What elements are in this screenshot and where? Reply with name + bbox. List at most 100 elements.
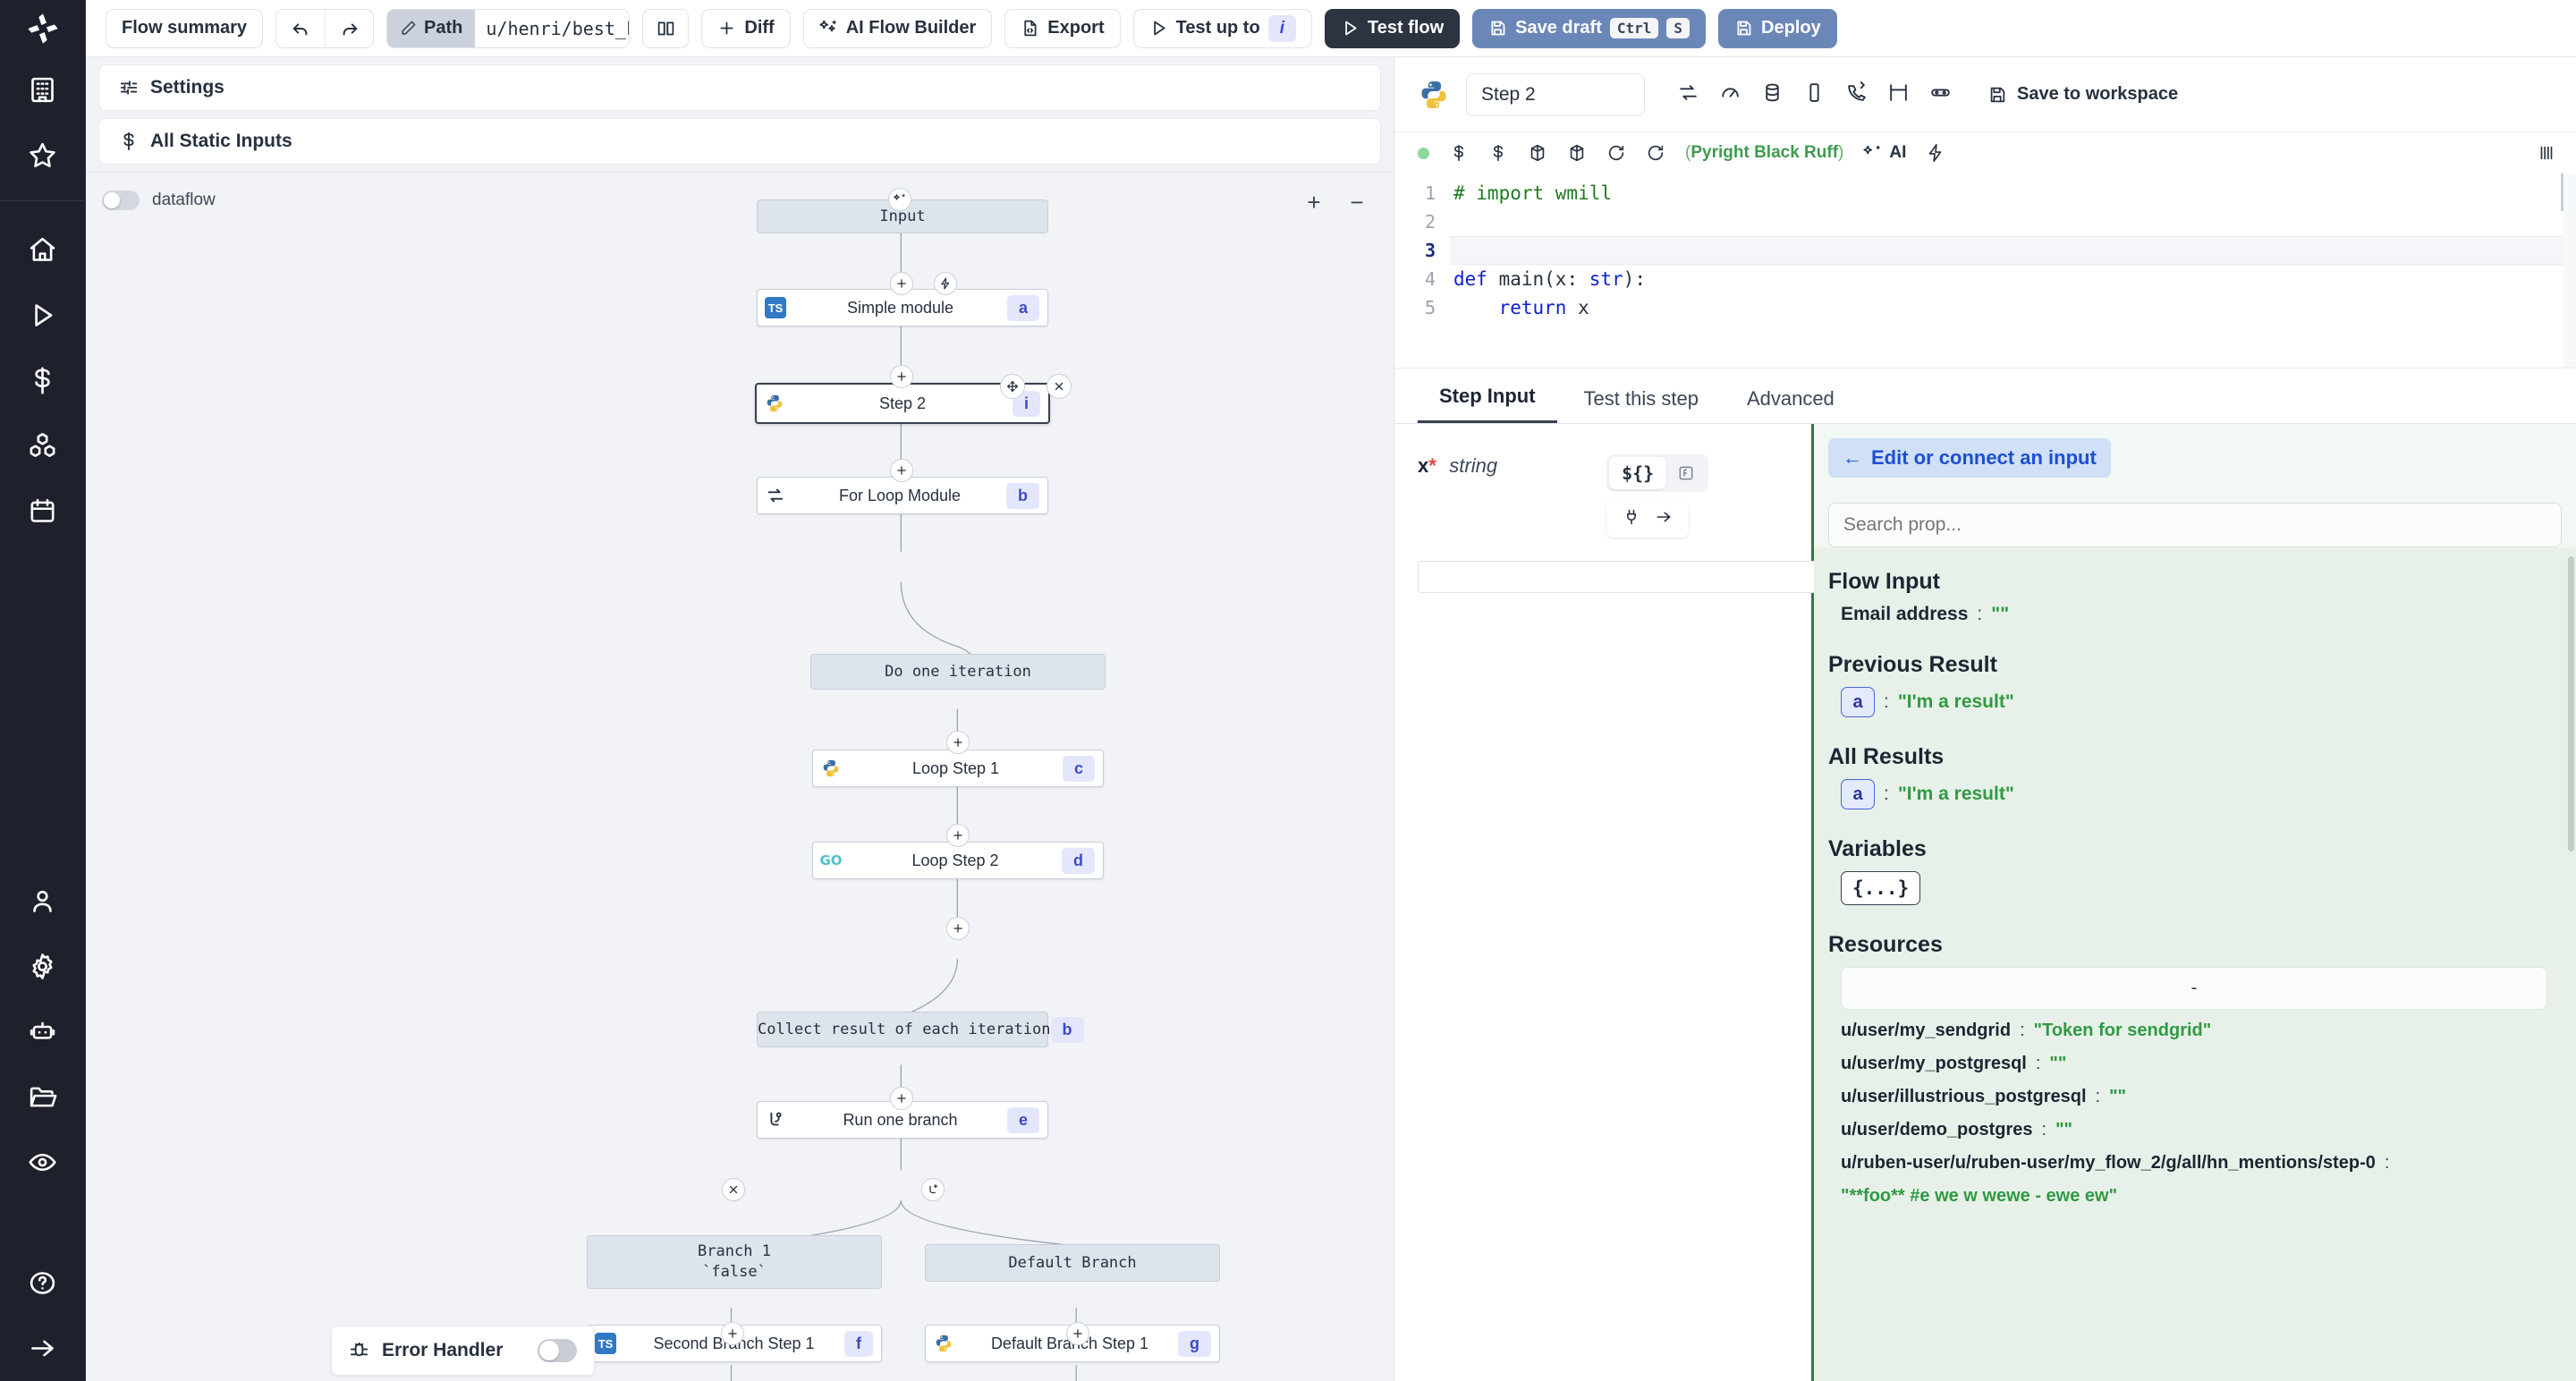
insert-handle-6[interactable] — [946, 917, 970, 940]
package-icon-2[interactable] — [1567, 143, 1587, 163]
ai-magic-handle[interactable] — [888, 188, 911, 211]
node-input[interactable]: Input — [757, 199, 1048, 233]
connect-panel-body[interactable]: Flow Input Email address : "" Previous R… — [1814, 547, 2576, 1381]
error-handler-toggle[interactable] — [538, 1339, 577, 1362]
path-input[interactable]: u/henri/best_knowi — [475, 9, 630, 47]
all-results-row[interactable]: a : "I'm a result" — [1828, 779, 2562, 809]
flow-input-row[interactable]: Email address : "" — [1828, 604, 2562, 625]
node-simple-module[interactable]: TS Simple module a — [757, 289, 1048, 326]
zoom-in-button[interactable]: + — [1307, 188, 1321, 216]
test-flow-button[interactable]: Test flow — [1324, 8, 1461, 48]
previous-result-row[interactable]: a : "I'm a result" — [1828, 687, 2562, 717]
undo-icon[interactable] — [276, 10, 325, 47]
move-node-handle[interactable] — [1000, 374, 1025, 399]
flow-summary-button[interactable]: Flow summary — [106, 8, 264, 48]
sidebar-item-expand[interactable] — [0, 1316, 86, 1381]
function-icon[interactable] — [1666, 459, 1706, 487]
panel-icon[interactable] — [1887, 81, 1910, 108]
package-icon-1[interactable] — [1528, 143, 1547, 163]
node-for-loop-module[interactable]: For Loop Module b — [757, 477, 1048, 514]
insert-handle-3[interactable] — [890, 459, 913, 482]
resource-row[interactable]: u/user/my_postgresql : "" — [1828, 1054, 2562, 1074]
insert-handle-1[interactable] — [890, 272, 913, 295]
node-default-branch[interactable]: Default Branch — [925, 1244, 1220, 1282]
node-loop-step-2[interactable]: GO Loop Step 2 d — [812, 842, 1104, 879]
node-do-one-iteration[interactable]: Do one iteration — [810, 654, 1106, 690]
connect-input-button[interactable] — [1606, 501, 1690, 538]
zoom-out-button[interactable]: − — [1350, 188, 1364, 216]
refresh-cw-icon[interactable] — [1677, 81, 1699, 108]
delete-node-handle[interactable] — [1046, 374, 1072, 399]
insert-handle-5[interactable] — [946, 824, 970, 847]
tab-step-input[interactable]: Step Input — [1418, 385, 1557, 423]
refresh-icon-1[interactable] — [1606, 143, 1626, 163]
edit-or-connect-input-button[interactable]: ← Edit or connect an input — [1828, 438, 2111, 478]
sidebar-item-runs[interactable] — [0, 283, 86, 348]
static-inputs-accordion[interactable]: All Static Inputs — [98, 118, 1381, 165]
phone-forwarded-icon[interactable] — [1845, 80, 1868, 108]
windmill-logo-icon[interactable] — [0, 0, 86, 57]
sidebar-item-folders[interactable] — [0, 1064, 86, 1130]
redo-icon[interactable] — [325, 9, 373, 47]
resource-value-row[interactable]: "**foo** #e we w wewe - ewe ew" — [1828, 1186, 2562, 1207]
sidebar-item-usage[interactable] — [0, 348, 86, 413]
save-draft-button[interactable]: Save draft Ctrl S — [1472, 8, 1707, 48]
resources-empty-row[interactable]: - — [1841, 967, 2547, 1010]
refresh-icon-2[interactable] — [1646, 143, 1665, 163]
code-content[interactable]: # import wmill def main(x: str): return … — [1450, 179, 2576, 368]
insert-handle-8[interactable] — [721, 1322, 744, 1345]
add-branch-handle[interactable] — [921, 1178, 945, 1201]
diff-button[interactable]: Diff — [701, 8, 791, 48]
database-icon[interactable] — [1761, 81, 1784, 108]
template-mode-button[interactable]: ${} — [1609, 457, 1667, 489]
input-mode-toggle[interactable]: ${} — [1606, 454, 1709, 492]
settings-accordion[interactable]: Settings — [98, 64, 1381, 111]
dataflow-switch[interactable] — [102, 191, 140, 210]
insert-handle-9[interactable] — [1066, 1322, 1089, 1345]
capsule-icon[interactable] — [1929, 81, 1952, 108]
docs-button[interactable] — [642, 8, 690, 48]
save-to-workspace-button[interactable]: Save to workspace — [1987, 84, 2178, 105]
result-tag[interactable]: a — [1841, 687, 1875, 717]
graph-canvas[interactable]: dataflow + − — [86, 172, 1394, 1381]
tab-advanced[interactable]: Advanced — [1746, 387, 1835, 410]
tab-test-this-step[interactable]: Test this step — [1583, 387, 1699, 410]
variables-row[interactable]: {...} — [1828, 871, 2562, 905]
variables-object-tag[interactable]: {...} — [1841, 871, 1921, 905]
sidebar-item-workspace[interactable] — [0, 57, 86, 123]
sidebar-item-audit-logs[interactable] — [0, 1130, 86, 1195]
sidebar-item-home[interactable] — [0, 217, 86, 283]
node-collect-result[interactable]: Collect result of each iteration b — [757, 1012, 1084, 1047]
sidebar-item-favorites[interactable] — [0, 123, 86, 188]
delete-branch-handle[interactable] — [722, 1178, 745, 1201]
result-tag[interactable]: a — [1841, 779, 1875, 809]
test-up-to-button[interactable]: Test up to i — [1132, 8, 1312, 48]
resource-row[interactable]: u/ruben-user/u/ruben-user/my_flow_2/g/al… — [1828, 1153, 2562, 1173]
zap-icon[interactable] — [1926, 143, 1945, 163]
sidebar-item-workers[interactable] — [0, 999, 86, 1064]
ai-flow-builder-button[interactable]: AI Flow Builder — [802, 8, 993, 48]
export-button[interactable]: Export — [1004, 8, 1121, 48]
argument-value-input[interactable] — [1418, 561, 1879, 593]
deploy-button[interactable]: Deploy — [1718, 8, 1837, 48]
dollar-icon-2[interactable] — [1488, 143, 1508, 163]
ai-assist-button[interactable]: AI — [1863, 143, 1906, 163]
path-field-group[interactable]: Path u/henri/best_knowi — [386, 8, 631, 48]
search-prop-input[interactable] — [1828, 503, 2562, 547]
node-branch-1[interactable]: Branch 1 `false` — [587, 1235, 882, 1289]
resource-row[interactable]: u/user/my_sendgrid : "Token for sendgrid… — [1828, 1021, 2562, 1041]
insert-handle-2[interactable] — [890, 365, 913, 388]
node-loop-step-1[interactable]: Loop Step 1 c — [812, 750, 1104, 787]
sidebar-item-settings[interactable] — [0, 934, 86, 999]
insert-handle-4[interactable] — [946, 731, 970, 754]
columns-icon[interactable] — [2537, 143, 2556, 163]
insert-handle-7[interactable] — [890, 1087, 913, 1110]
code-editor[interactable]: 1 2 3 4 5 # import wmill def main(x: str… — [1394, 174, 2576, 369]
sidebar-item-resources[interactable] — [0, 413, 86, 479]
connect-panel-scrollbar[interactable] — [2568, 556, 2574, 851]
resource-row[interactable]: u/user/illustrious_postgresql : "" — [1828, 1087, 2562, 1107]
sidebar-item-account[interactable] — [0, 868, 86, 934]
sidebar-item-help[interactable] — [0, 1250, 86, 1316]
code-minimap[interactable] — [2563, 174, 2576, 368]
dataflow-toggle[interactable]: dataflow — [102, 191, 216, 210]
